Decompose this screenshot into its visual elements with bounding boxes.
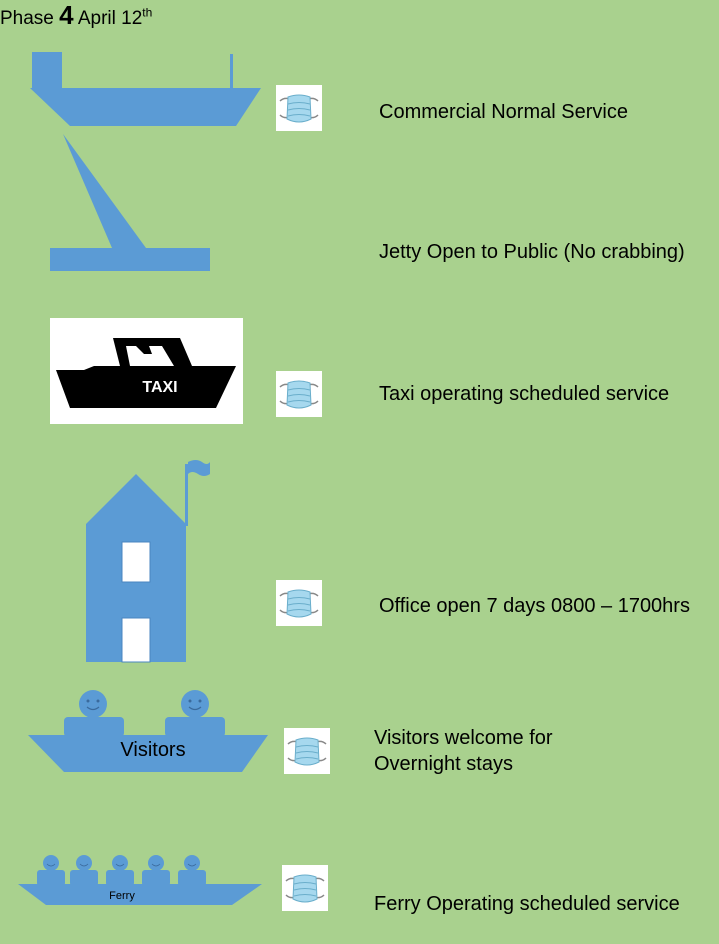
visitors-label: Visitors welcome for Overnight stays <box>374 725 553 777</box>
ferry-label: Ferry Operating scheduled service <box>374 893 680 915</box>
face-mask-icon <box>284 728 330 774</box>
face-mask-icon <box>276 580 322 626</box>
commercial-boat-icon <box>30 52 261 126</box>
phase-date-suffix: th <box>142 5 153 20</box>
commercial-service-label: Commercial Normal Service <box>379 101 628 123</box>
jetty-icon <box>50 134 210 271</box>
taxi-boat-label: TAXI <box>142 379 177 396</box>
office-label: Office open 7 days 0800 – 1700hrs <box>379 595 690 617</box>
ferry-boat-icon: Ferry <box>18 855 262 905</box>
phase-date: April 12 <box>77 8 143 29</box>
visitors-boat-label: Visitors <box>120 739 185 761</box>
office-building-icon <box>86 460 210 663</box>
face-mask-icon <box>276 85 322 131</box>
phase-word: Phase <box>0 8 54 29</box>
face-mask-icon <box>282 865 328 911</box>
jetty-label: Jetty Open to Public (No crabbing) <box>379 241 685 263</box>
visitors-boat-icon: Visitors <box>28 690 268 772</box>
visitors-label-line2: Overnight stays <box>374 753 513 775</box>
phase-title: Phase 4 April 12th <box>0 0 719 31</box>
taxi-label: Taxi operating scheduled service <box>379 383 670 405</box>
visitors-label-line1: Visitors welcome for <box>374 727 553 749</box>
phase-number: 4 <box>59 0 74 30</box>
ferry-boat-label: Ferry <box>109 890 135 902</box>
taxi-boat-icon: TAXI <box>50 318 243 424</box>
face-mask-icon <box>276 371 322 417</box>
